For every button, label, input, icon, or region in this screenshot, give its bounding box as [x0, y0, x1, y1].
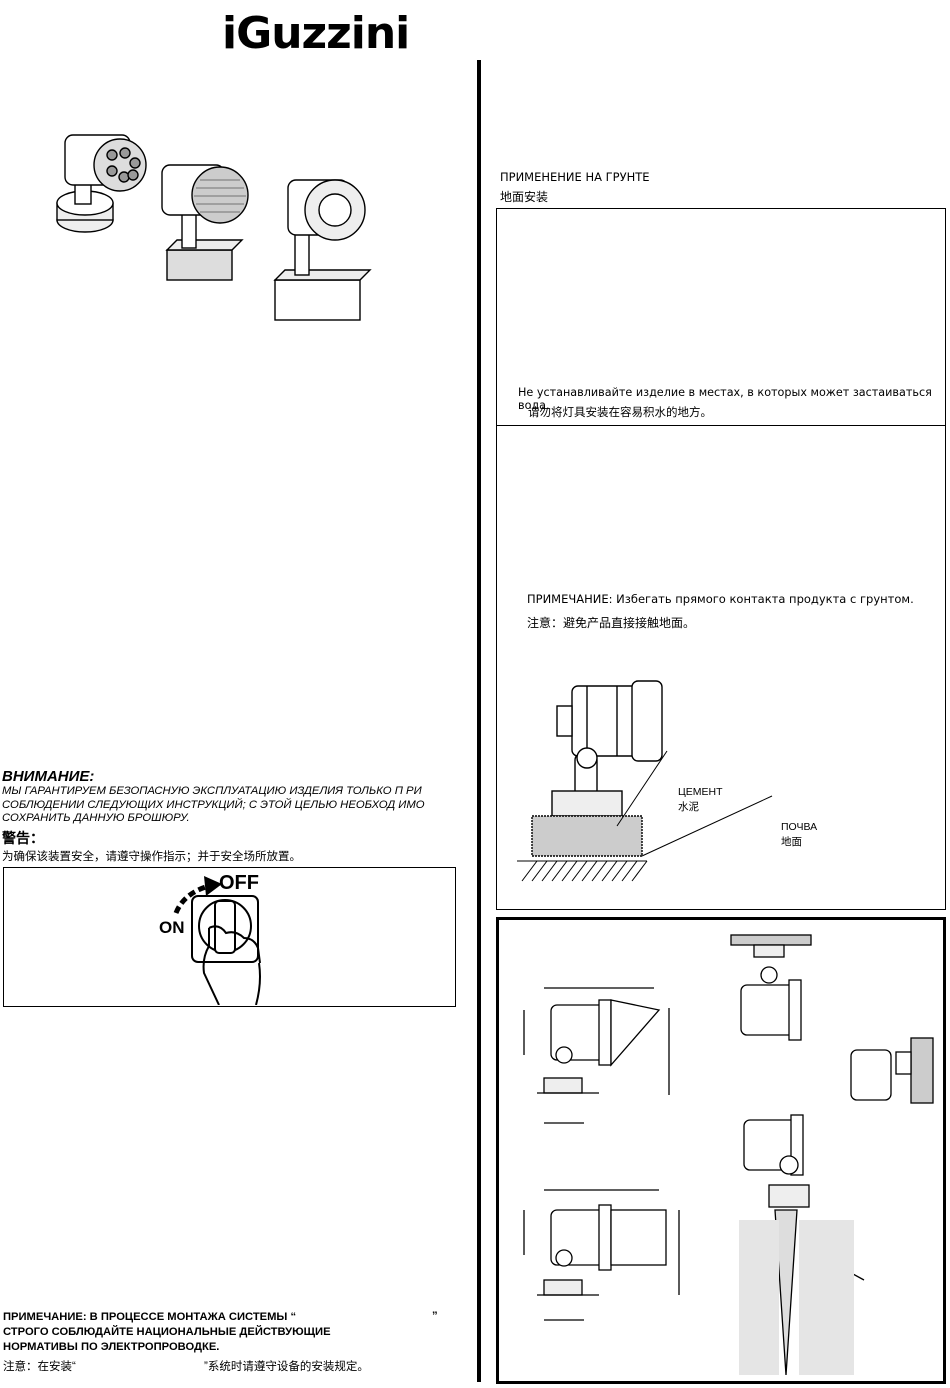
switch-off-label: OFF — [219, 872, 259, 894]
product-illustration — [56, 134, 372, 321]
ground-title-ru: ПРИМЕНЕНИЕ НА ГРУНТЕ — [500, 170, 650, 184]
bottom-note-quote: ” — [432, 1310, 438, 1322]
ground-contact-box: ПРИМЕЧАНИЕ: Избегать прямого контакта пр… — [496, 425, 946, 910]
water-warning-box: Не устанавливайте изделие в местах, в ко… — [496, 208, 946, 426]
water-warning-cn: 请勿将灯具安装在容易积水的地方。 — [528, 405, 712, 419]
warning-title: ВНИМАНИЕ: — [2, 768, 95, 785]
water-warning-ru: Не устанавливайте изделие в местах, в ко… — [518, 386, 932, 412]
warning-title-cn: 警告： — [2, 830, 44, 846]
bottom-note-cn-b: ”系统时请遵守设备的安装规定。 — [204, 1361, 369, 1373]
bottom-note-line2: СТРОГО СОБЛЮДАЙТЕ НАЦИОНАЛЬНЫЕ ДЕЙСТВУЮЩ… — [3, 1326, 331, 1338]
bottom-note-line3: НОРМАТИВЫ ПО ЭЛЕКТРОПРОВОДКЕ. — [3, 1341, 220, 1353]
switch-diagram-box: ON OFF — [3, 867, 456, 1007]
warning-text-cn: 为确保该装置安全，请遵守操作指示；并于安全场所放置。 — [2, 851, 301, 863]
ground-contact-note-ru: ПРИМЕЧАНИЕ: Избегать прямого контакта пр… — [527, 592, 914, 606]
ground-title-cn: 地面安装 — [500, 190, 549, 204]
ground-contact-note-cn: 注意：避免产品直接接触地面。 — [527, 616, 696, 630]
label-soil-ru: ПОЧВА — [781, 821, 818, 833]
bottom-note-line1: ПРИМЕЧАНИЕ: В ПРОЦЕССЕ МОНТАЖА СИСТЕМЫ “ — [3, 1311, 297, 1323]
switch-diagram — [173, 876, 261, 1005]
label-cement-ru: ЦЕМЕНТ — [678, 786, 723, 798]
installation-options-diagram — [523, 934, 934, 1376]
switch-on-label: ON — [159, 918, 185, 937]
bottom-note-cn-a: 注意：在安装“ — [3, 1361, 76, 1373]
warning-text: МЫ ГАРАНТИРУЕМ БЕЗОПАСНУЮ ЭКСПЛУАТАЦИЮ И… — [2, 785, 425, 824]
installation-options-box — [496, 917, 946, 1384]
iguzzini-logo: iGuzzini — [222, 8, 410, 59]
cement-base-diagram — [517, 680, 773, 882]
label-cement-cn: 水泥 — [678, 801, 699, 813]
column-divider — [477, 60, 481, 1382]
label-soil-cn: 地面 — [781, 836, 802, 848]
